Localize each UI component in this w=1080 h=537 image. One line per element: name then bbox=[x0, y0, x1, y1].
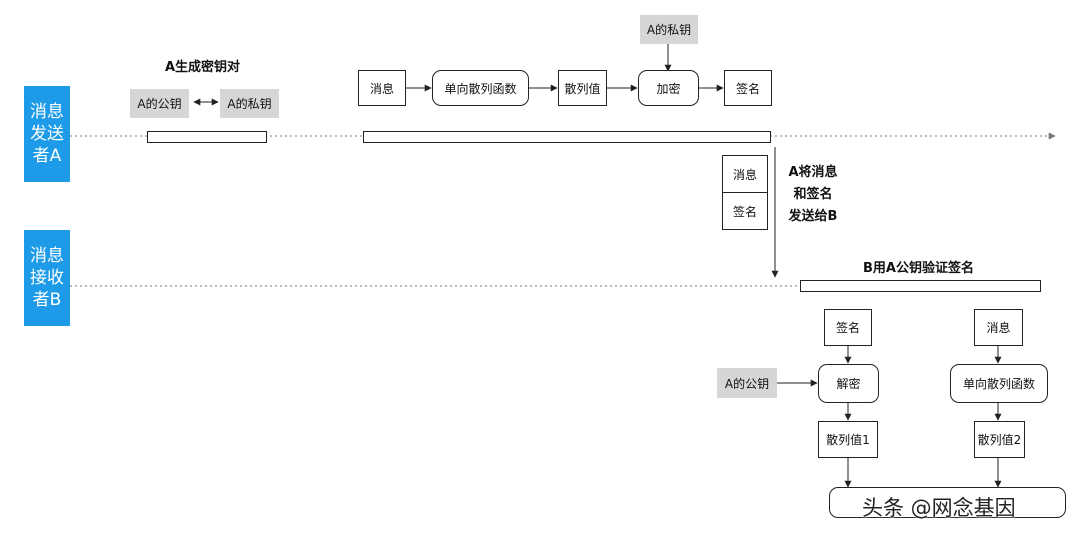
signature-box: 签名 bbox=[724, 70, 772, 106]
receiver-hash-function-box: 单向散列函数 bbox=[950, 364, 1048, 403]
private-key-box: A的私钥 bbox=[220, 89, 279, 118]
public-key-input: A的公钥 bbox=[717, 368, 777, 398]
hash-value-box: 散列值 bbox=[558, 70, 607, 106]
encrypt-box: 加密 bbox=[638, 70, 699, 106]
receiver-signature-box: 签名 bbox=[824, 309, 872, 346]
verify-activation-bar bbox=[800, 280, 1041, 292]
public-key-box: A的公钥 bbox=[130, 89, 189, 118]
hash-value-2-box: 散列值2 bbox=[974, 421, 1025, 458]
hash-value-1-box: 散列值1 bbox=[818, 421, 878, 458]
transfer-note: A将消息 和签名 发送给B bbox=[788, 165, 838, 224]
keygen-activation-bar bbox=[147, 131, 267, 143]
watermark: 头条 @网念基因 bbox=[862, 496, 1016, 520]
verify-title: B用A公钥验证签名 bbox=[863, 261, 974, 276]
private-key-input: A的私钥 bbox=[640, 15, 698, 44]
message-box: 消息 bbox=[358, 70, 406, 106]
compare-box bbox=[829, 487, 1066, 518]
lane-receiver-label: 消息 接收 者B bbox=[30, 246, 64, 310]
lane-sender-label: 消息 发送 者A bbox=[30, 102, 64, 166]
lane-receiver: 消息 接收 者B bbox=[24, 230, 70, 326]
keygen-title: A生成密钥对 bbox=[165, 60, 241, 75]
sign-activation-bar bbox=[363, 131, 771, 143]
receiver-message-box: 消息 bbox=[974, 309, 1023, 346]
decrypt-box: 解密 bbox=[818, 364, 879, 403]
transfer-signature-box: 签名 bbox=[722, 192, 768, 230]
transfer-message-box: 消息 bbox=[722, 155, 768, 193]
hash-function-box: 单向散列函数 bbox=[432, 70, 529, 106]
lane-sender: 消息 发送 者A bbox=[24, 86, 70, 182]
